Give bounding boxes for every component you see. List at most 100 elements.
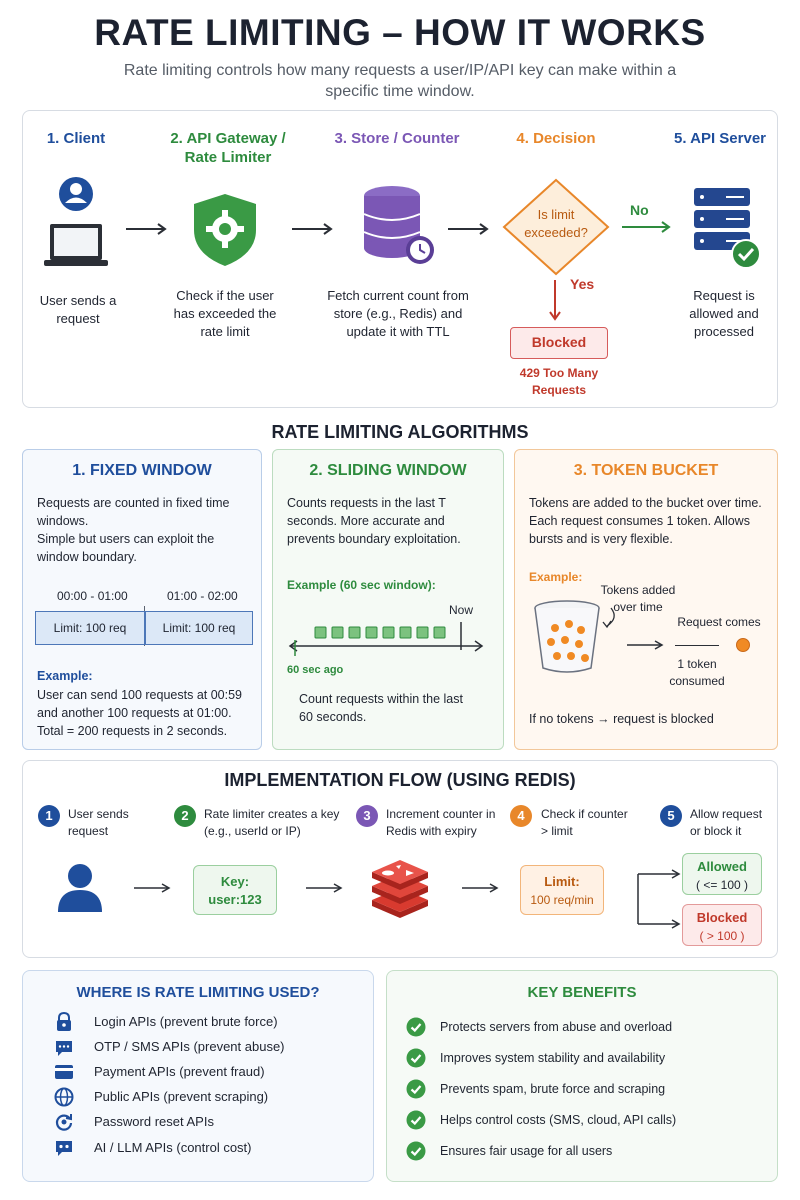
arrow-right-icon bbox=[462, 883, 499, 893]
arrow-right-icon bbox=[448, 223, 489, 235]
impl-step-3-number: 3 bbox=[356, 805, 378, 827]
sliding-window-card: 2. SLIDING WINDOW Counts requests in the… bbox=[272, 449, 504, 750]
implementation-panel bbox=[22, 760, 778, 958]
globe-icon bbox=[54, 1087, 74, 1107]
benefit-item-4: Helps control costs (SMS, cloud, API cal… bbox=[440, 1113, 677, 1127]
arrow-right-icon bbox=[134, 883, 171, 893]
step-gateway-title: 2. API Gateway / Rate Limiter bbox=[170, 130, 286, 166]
algorithms-title: RATE LIMITING ALGORITHMS bbox=[271, 422, 529, 442]
allowed-condition: ( <= 100 ) bbox=[695, 878, 749, 892]
token-bucket-card: 3. TOKEN BUCKET Tokens are added to the … bbox=[514, 449, 778, 750]
shield-gear-icon bbox=[194, 194, 256, 266]
limit-box: Limit: 100 req/min bbox=[520, 865, 604, 915]
check-circle-icon bbox=[406, 1110, 426, 1130]
request-line bbox=[675, 645, 719, 646]
tokens-added-label: Tokens added over time bbox=[600, 583, 676, 614]
chat-icon bbox=[56, 1041, 72, 1056]
window1-box bbox=[35, 611, 145, 645]
benefit-item-2: Improves system stability and availabili… bbox=[440, 1051, 666, 1065]
usage-item-6: AI / LLM APIs (control cost) bbox=[94, 1140, 252, 1155]
arrow-right-green-icon bbox=[622, 221, 671, 233]
window2-time: 01:00 - 02:00 bbox=[167, 589, 238, 603]
step-decision-title: 4. Decision bbox=[516, 130, 596, 147]
sliding-window-title: 2. SLIDING WINDOW bbox=[309, 462, 467, 479]
window1-limit: Limit: 100 req bbox=[53, 621, 127, 635]
arrow-right-icon bbox=[126, 223, 167, 235]
decision-diamond bbox=[502, 178, 610, 276]
token-dot-icon bbox=[736, 638, 750, 652]
card-icon bbox=[55, 1065, 73, 1079]
page-subtitle: Rate limiting controls how many requests… bbox=[123, 62, 677, 100]
token-example-label: Example: bbox=[529, 570, 583, 584]
impl-step-2-number: 2 bbox=[174, 805, 196, 827]
token-blocked-note: If no tokens → request is blocked bbox=[529, 712, 714, 726]
server-check-icon bbox=[694, 188, 761, 269]
sliding-example-label: Example (60 sec window): bbox=[287, 578, 436, 592]
step-store-title: 3. Store / Counter bbox=[334, 130, 460, 147]
limit-label: Limit: bbox=[544, 874, 580, 889]
impl-step-3-text: Increment counter in Redis with expiry bbox=[386, 807, 496, 838]
impl-step-4-text: Check if counter > limit bbox=[541, 807, 628, 838]
fixed-example-label: Example: bbox=[37, 669, 93, 683]
benefit-item-1: Protects servers from abuse and overload bbox=[440, 1020, 673, 1034]
blocked-result-label: Blocked bbox=[696, 910, 748, 925]
usage-item-3: Payment APIs (prevent fraud) bbox=[94, 1064, 265, 1079]
fixed-window-desc-text: Requests are counted in fixed time windo… bbox=[37, 496, 230, 564]
lock-icon bbox=[57, 1012, 71, 1031]
impl-step-1-text: User sends request bbox=[68, 807, 129, 838]
allowed-box: Allowed ( <= 100 ) bbox=[682, 853, 762, 895]
request-comes-label: Request comes bbox=[677, 615, 761, 629]
implementation-title: IMPLEMENTATION FLOW (USING REDIS) bbox=[224, 770, 576, 790]
branch-arrows bbox=[637, 869, 681, 929]
bot-icon bbox=[56, 1141, 72, 1156]
arrow-right-icon bbox=[292, 223, 333, 235]
token-bucket-title: 3. TOKEN BUCKET bbox=[573, 462, 719, 479]
usage-title: WHERE IS RATE LIMITING USED? bbox=[76, 984, 320, 1001]
blocked-code: 429 Too Many Requests bbox=[519, 366, 599, 397]
arrow-right-icon bbox=[627, 640, 664, 650]
fixed-window-desc: Requests are counted in fixed time windo… bbox=[37, 494, 251, 566]
allowed-label: Allowed bbox=[697, 859, 747, 874]
sliding-ago-label: 60 sec ago bbox=[287, 664, 344, 676]
impl-step-2-text: Rate limiter creates a key (e.g., userId… bbox=[204, 807, 340, 838]
impl-step-4-number: 4 bbox=[510, 805, 532, 827]
step-store-desc: Fetch current count from store (e.g., Re… bbox=[327, 288, 469, 339]
key-label: Key: bbox=[220, 874, 250, 889]
benefits-title: KEY BENEFITS bbox=[527, 984, 637, 1001]
arrow-down-red-icon bbox=[549, 280, 561, 321]
window2-box bbox=[145, 611, 253, 645]
check-circle-icon bbox=[406, 1079, 426, 1099]
window2-limit: Limit: 100 req bbox=[162, 621, 236, 635]
step-server-desc: Request is allowed and processed bbox=[689, 288, 759, 339]
window1-time: 00:00 - 01:00 bbox=[57, 589, 128, 603]
key-box: Key: user:123 bbox=[193, 865, 277, 915]
benefit-item-5: Ensures fair usage for all users bbox=[440, 1144, 613, 1158]
usage-item-5: Password reset APIs bbox=[94, 1114, 214, 1129]
user-icon bbox=[58, 864, 102, 912]
fixed-window-title: 1. FIXED WINDOW bbox=[72, 462, 212, 479]
step-client-title: 1. Client bbox=[46, 130, 106, 147]
step-client-desc: User sends a request bbox=[39, 293, 117, 326]
database-clock-icon bbox=[363, 186, 434, 264]
sliding-count-text: Count requests within the last 60 second… bbox=[299, 692, 463, 724]
sliding-window-desc: Counts requests in the last T seconds. M… bbox=[287, 496, 461, 546]
impl-step-5-number: 5 bbox=[660, 805, 682, 827]
step-server-title: 5. API Server bbox=[674, 130, 766, 147]
limit-value: 100 req/min bbox=[530, 893, 594, 907]
bucket-icon bbox=[534, 600, 615, 673]
token-consumed-label: 1 token consumed bbox=[669, 657, 725, 688]
no-label: No bbox=[630, 202, 649, 218]
blocked-result-box: Blocked ( > 100 ) bbox=[682, 904, 762, 946]
fixed-window-card: 1. FIXED WINDOW Requests are counted in … bbox=[22, 449, 262, 750]
token-bucket-desc: Tokens are added to the bucket over time… bbox=[529, 496, 762, 546]
benefit-item-3: Prevents spam, brute force and scraping bbox=[440, 1082, 666, 1096]
check-circle-icon bbox=[406, 1048, 426, 1068]
impl-step-1-number: 1 bbox=[38, 805, 60, 827]
decision-text: Is limit exceeded? bbox=[524, 207, 588, 240]
yes-label: Yes bbox=[570, 276, 595, 292]
check-circle-icon bbox=[406, 1017, 426, 1037]
usage-panel bbox=[22, 970, 374, 1182]
client-laptop-icon bbox=[44, 177, 108, 266]
blocked-result-condition: ( > 100 ) bbox=[699, 929, 745, 943]
impl-step-5-text: Allow request or block it bbox=[690, 807, 763, 838]
